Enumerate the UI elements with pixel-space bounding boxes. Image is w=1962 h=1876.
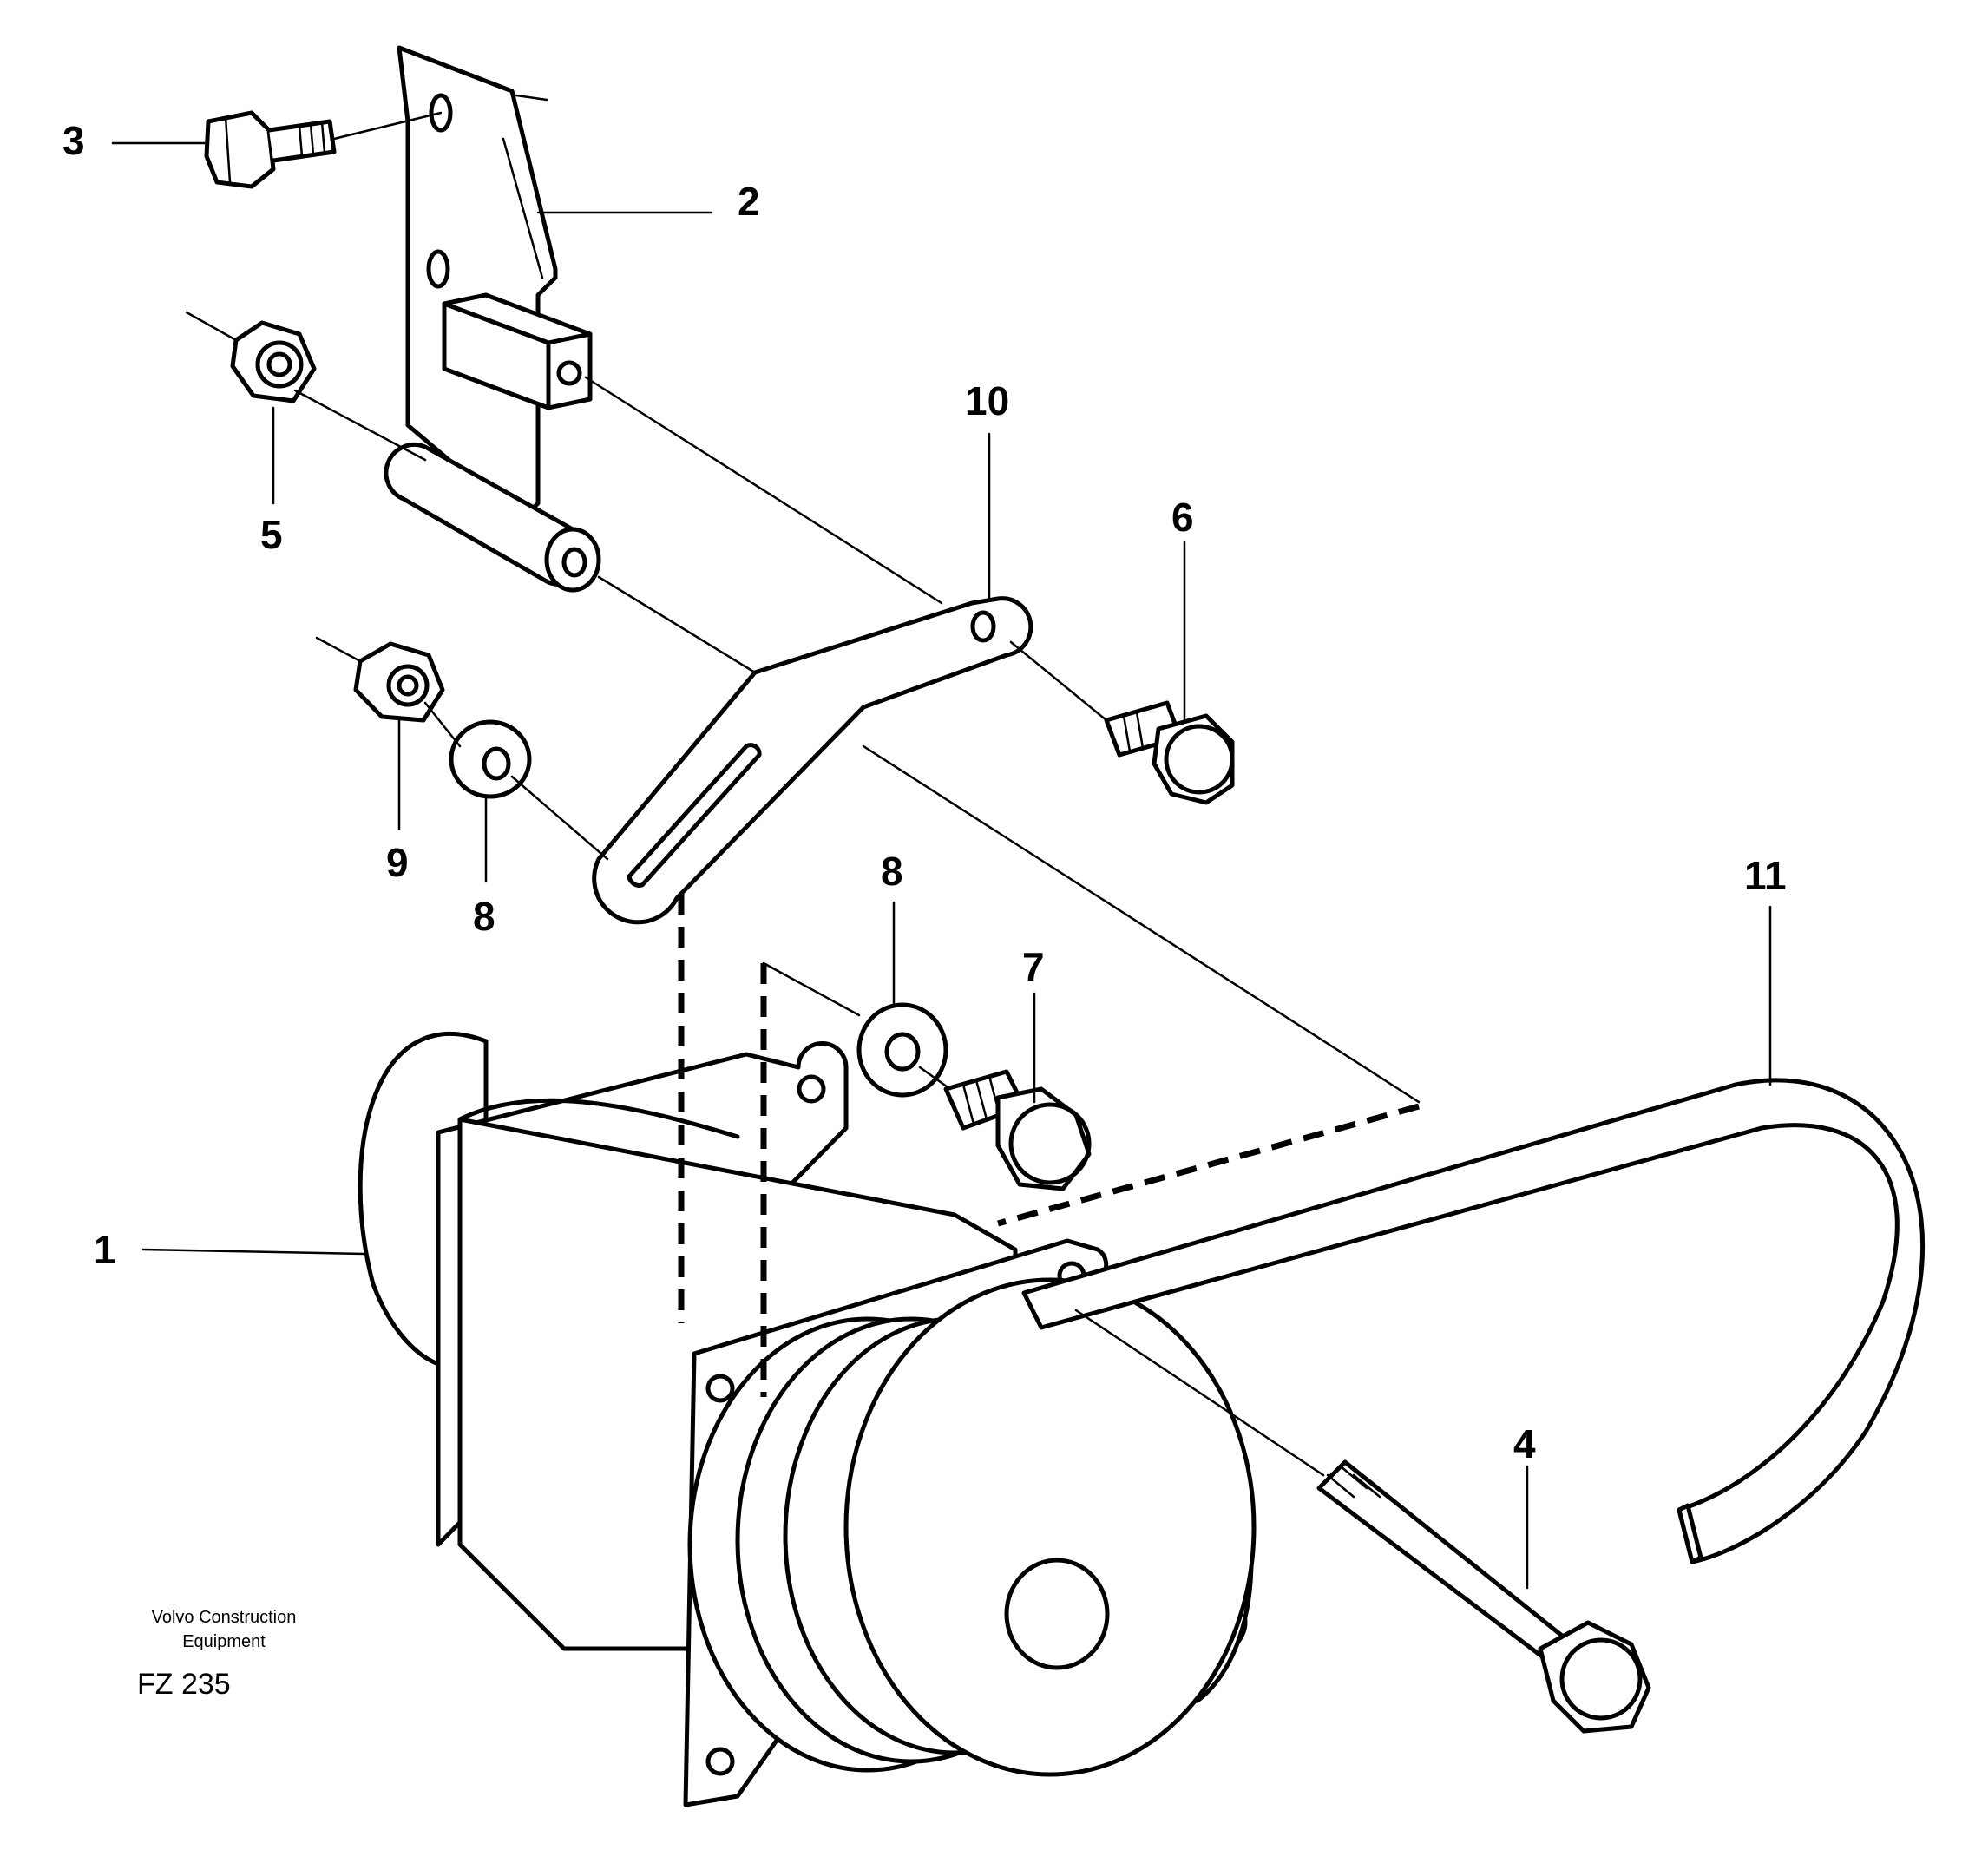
callout-3: 3 [62,118,85,163]
washer-part-8-upper [449,719,532,799]
callout-11: 11 [1744,853,1787,898]
nut-part-5 [230,320,317,403]
compressor-part-1 [358,1032,1257,1807]
credit-line-1: Volvo Construction [152,1608,297,1627]
callout-7: 7 [1022,944,1045,989]
callout-5: 5 [260,512,283,557]
callout-2: 2 [738,179,760,224]
adjusting-arm-part-10 [592,596,1033,925]
washer-part-8-lower [856,1002,948,1098]
assembly-dashed-lines [678,894,1420,1397]
credit-line-2: Equipment [182,1632,266,1651]
callout-6: 6 [1171,495,1194,540]
callout-4: 4 [1513,1421,1536,1466]
bolt-part-3 [204,110,337,189]
spacer-part-5 [384,443,601,593]
bolt-part-4 [1316,1459,1651,1734]
callout-9: 9 [386,840,409,885]
callout-1: 1 [94,1227,116,1272]
leader-lines [111,141,1772,1590]
drive-belt-part-11 [1021,1078,1926,1564]
callout-labels: 1 2 3 4 5 6 7 8 8 9 10 11 [62,118,1787,1466]
callout-10: 10 [965,378,1009,423]
assembly-axis-lines [185,111,1421,1477]
nut-part-9 [353,641,445,723]
callout-8-lower: 8 [881,849,903,894]
mounting-bracket-part-2 [397,45,593,523]
figure-credit: Volvo Construction Equipment FZ 235 [137,1608,296,1701]
figure-code: FZ 235 [137,1668,231,1701]
callout-8-upper: 8 [473,894,495,939]
bolt-part-6 [1104,700,1235,805]
bolt-part-7 [943,1069,1092,1191]
